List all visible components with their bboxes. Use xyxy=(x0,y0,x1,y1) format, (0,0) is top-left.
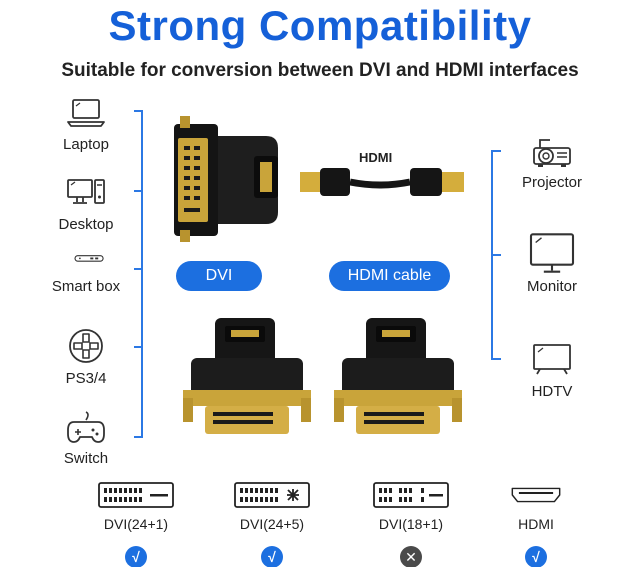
device-label: HDTV xyxy=(531,383,573,400)
port-label: DVI(24+5) xyxy=(239,516,305,532)
check-icon: √ xyxy=(261,546,283,567)
hdmi-cable-image xyxy=(300,168,464,196)
dvi-label-pill: DVI xyxy=(176,261,262,291)
page-title: Strong Compatibility xyxy=(108,2,532,49)
laptop-icon xyxy=(67,99,105,127)
check-icon: √ xyxy=(525,546,547,567)
device-ps34: PS3/4 xyxy=(26,326,146,387)
device-laptop: Laptop xyxy=(26,96,146,153)
port-label: DVI(18+1) xyxy=(378,516,444,532)
device-label: PS3/4 xyxy=(65,370,107,387)
right-connector-line xyxy=(491,150,493,360)
cable-tag: HDMI xyxy=(359,150,393,165)
port-label: HDMI xyxy=(518,516,554,532)
hdmi-port-icon xyxy=(511,487,561,503)
port-dvi-24-1: DVI(24+1) √ xyxy=(76,482,196,567)
dvi-18-1-port-icon xyxy=(373,482,449,508)
device-projector: Projector xyxy=(492,134,612,191)
left-connector-tick xyxy=(134,110,142,112)
page-subtitle: Suitable for conversion between DVI and … xyxy=(61,60,579,81)
left-connector-line xyxy=(141,110,143,438)
device-smart-box: Smart box xyxy=(26,252,146,295)
hdmi-cable-label-pill: HDMI cable xyxy=(329,261,450,291)
left-connector-tick xyxy=(134,346,142,348)
device-hdtv: HDTV xyxy=(492,343,612,400)
adapter-right-image xyxy=(334,318,462,434)
left-connector-tick xyxy=(134,190,142,192)
right-connector-tick xyxy=(493,254,501,256)
dvi-adapter-image xyxy=(174,116,278,242)
port-label: DVI(24+1) xyxy=(103,516,169,532)
projector-icon xyxy=(533,139,571,167)
device-desktop: Desktop xyxy=(26,176,146,233)
left-connector-tick xyxy=(134,436,142,438)
left-connector-tick xyxy=(134,268,142,270)
dvi-24-5-port-icon xyxy=(234,482,310,508)
right-connector-tick xyxy=(493,358,501,360)
device-switch: Switch xyxy=(26,410,146,467)
adapter-left-image xyxy=(183,318,311,434)
tv-icon xyxy=(533,344,571,375)
port-dvi-18-1: DVI(18+1) ✕ xyxy=(351,482,471,567)
gamepad-icon xyxy=(69,329,103,363)
switch-controller-icon xyxy=(67,411,105,443)
device-label: Monitor xyxy=(526,278,578,295)
device-monitor: Monitor xyxy=(492,232,612,295)
right-connector-tick xyxy=(493,150,501,152)
dvi-24-1-port-icon xyxy=(98,482,174,508)
smart-box-icon xyxy=(74,255,104,262)
monitor-icon xyxy=(529,233,575,273)
port-dvi-24-5: DVI(24+5) √ xyxy=(212,482,332,567)
port-hdmi: HDMI √ xyxy=(476,482,596,567)
desktop-icon xyxy=(67,179,105,204)
cross-icon: ✕ xyxy=(400,546,422,567)
device-label: Smart box xyxy=(51,278,121,295)
device-label: Desktop xyxy=(58,216,114,233)
check-icon: √ xyxy=(125,546,147,567)
device-label: Laptop xyxy=(63,136,109,153)
device-label: Switch xyxy=(63,450,109,467)
device-label: Projector xyxy=(521,174,583,191)
